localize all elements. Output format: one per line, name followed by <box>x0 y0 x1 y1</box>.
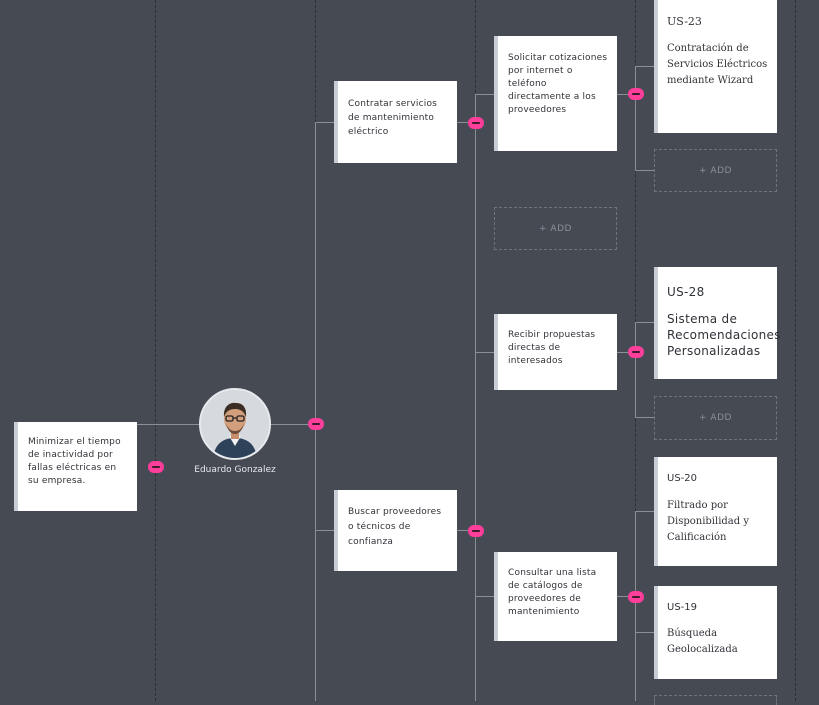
activity-card[interactable]: Buscar proveedores o técnicos de confian… <box>334 490 457 571</box>
story-card[interactable]: US-23 Contratación de Servicios Eléctric… <box>654 0 777 133</box>
activity-text: Contratar servicios de mantenimiento elé… <box>348 99 438 137</box>
task-card[interactable]: Recibir propuestas directas de interesad… <box>494 314 617 390</box>
connector-line <box>617 94 635 95</box>
add-story-button[interactable] <box>654 695 777 705</box>
connector-line <box>635 322 654 323</box>
task-card[interactable]: Solicitar cotizaciones por internet o te… <box>494 36 617 151</box>
add-story-button[interactable]: + ADD <box>654 149 777 192</box>
add-task-button[interactable]: + ADD <box>494 207 617 250</box>
story-title: Búsqueda Geolocalizada <box>667 628 738 655</box>
connector-line <box>137 424 199 425</box>
activity-card[interactable]: Contratar servicios de mantenimiento elé… <box>334 81 457 163</box>
connector-line <box>475 596 494 597</box>
connector-line <box>315 122 334 123</box>
task-text: Consultar una lista de catálogos de prov… <box>508 568 597 617</box>
add-story-button[interactable]: + ADD <box>654 396 777 440</box>
column-divider <box>795 0 796 701</box>
story-card[interactable]: US-20 Filtrado por Disponibilidad y Cali… <box>654 457 777 566</box>
collapse-toggle-icon[interactable] <box>468 525 484 537</box>
connector-line <box>475 352 494 353</box>
collapse-toggle-icon[interactable] <box>628 346 644 358</box>
connector-line <box>315 530 334 531</box>
goal-card[interactable]: Minimizar el tiempo de inactividad por f… <box>14 422 137 511</box>
connector-line <box>271 424 315 425</box>
connector-line <box>635 511 654 512</box>
connector-line <box>457 122 475 123</box>
collapse-toggle-icon[interactable] <box>148 461 164 473</box>
story-id: US-20 <box>667 473 697 484</box>
story-card[interactable]: US-28 Sistema de Recomendaciones Persona… <box>654 267 781 379</box>
story-card[interactable]: US-19 Búsqueda Geolocalizada <box>654 586 777 679</box>
persona-avatar[interactable] <box>199 388 271 460</box>
story-id: US-28 <box>667 285 705 299</box>
collapse-toggle-icon[interactable] <box>308 418 324 430</box>
story-title: Filtrado por Disponibilidad y Calificaci… <box>667 500 749 543</box>
connector-line <box>315 122 316 701</box>
connector-line <box>635 322 636 418</box>
story-title: Contratación de Servicios Eléctricos med… <box>667 43 768 86</box>
connector-line <box>475 94 494 95</box>
person-icon <box>201 390 269 458</box>
collapse-toggle-icon[interactable] <box>468 117 484 129</box>
story-id: US-23 <box>667 15 702 28</box>
connector-line <box>475 94 476 701</box>
connector-line <box>635 417 654 418</box>
goal-text: Minimizar el tiempo de inactividad por f… <box>28 437 121 486</box>
activity-text: Buscar proveedores o técnicos de confian… <box>348 507 442 547</box>
persona-name: Eduardo Gonzalez <box>194 465 276 475</box>
story-title: Sistema de Recomendaciones Personalizada… <box>667 312 781 358</box>
task-text: Solicitar cotizaciones por internet o te… <box>508 53 608 115</box>
connector-line <box>617 596 635 597</box>
task-card[interactable]: Consultar una lista de catálogos de prov… <box>494 552 617 641</box>
connector-line <box>457 530 475 531</box>
connector-line <box>635 66 636 171</box>
connector-line <box>635 66 654 67</box>
column-divider <box>155 0 156 701</box>
connector-line <box>635 170 654 171</box>
connector-line <box>635 511 636 701</box>
collapse-toggle-icon[interactable] <box>628 591 644 603</box>
connector-line <box>635 632 654 633</box>
task-text: Recibir propuestas directas de interesad… <box>508 330 596 366</box>
connector-line <box>617 352 635 353</box>
story-id: US-19 <box>667 602 697 613</box>
collapse-toggle-icon[interactable] <box>628 88 644 100</box>
